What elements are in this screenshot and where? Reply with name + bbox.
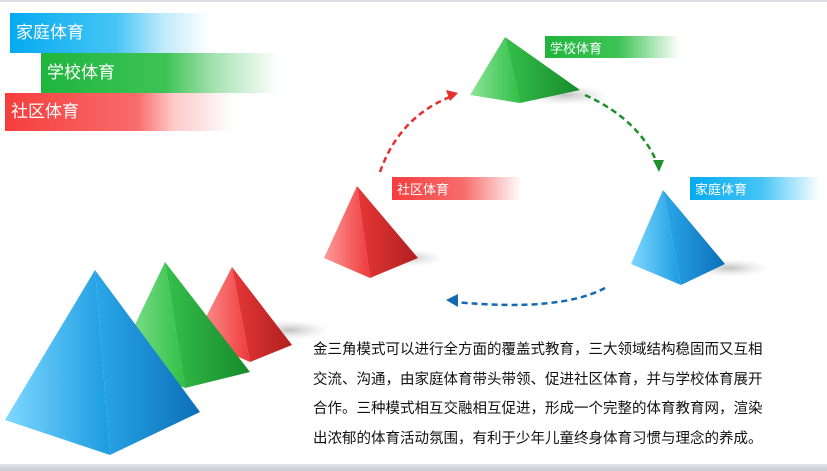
arrow-school-to-family <box>584 93 660 166</box>
arrow-community-to-school <box>378 93 456 173</box>
description: 金三角模式可以进行全方面的覆盖式教育，三大领域结构稳固而又互相 交流、沟通，由家… <box>313 336 827 454</box>
family-pyramid <box>631 190 725 285</box>
legend-family: 家庭体育 <box>10 13 245 53</box>
description-line: 出浓郁的体育活动氛围，有利于少年儿童终身体育习惯与理念的养成。 <box>313 430 763 447</box>
label-school: 学校体育 <box>545 36 680 58</box>
label-family: 家庭体育 <box>690 177 820 200</box>
bottom-border <box>0 464 827 471</box>
legend-community: 社区体育 <box>5 93 245 131</box>
top-border <box>0 0 827 2</box>
community-pyramid <box>324 186 418 278</box>
description-line: 交流、沟通，由家庭体育带头带领、促进社区体育，并与学校体育展开 <box>313 371 763 388</box>
arrow-family-to-community <box>454 286 606 307</box>
school-pyramid <box>470 37 580 103</box>
description-line: 金三角模式可以进行全方面的覆盖式教育，三大领域结构稳固而又互相 <box>313 342 763 358</box>
description-line: 合作。三种模式相互交融相互促进，形成一个完整的体育教育网，渲染 <box>313 401 763 417</box>
decor-blue-pyramid <box>5 270 200 455</box>
legend-school: 学校体育 <box>41 53 291 93</box>
label-community: 社区体育 <box>392 177 522 200</box>
